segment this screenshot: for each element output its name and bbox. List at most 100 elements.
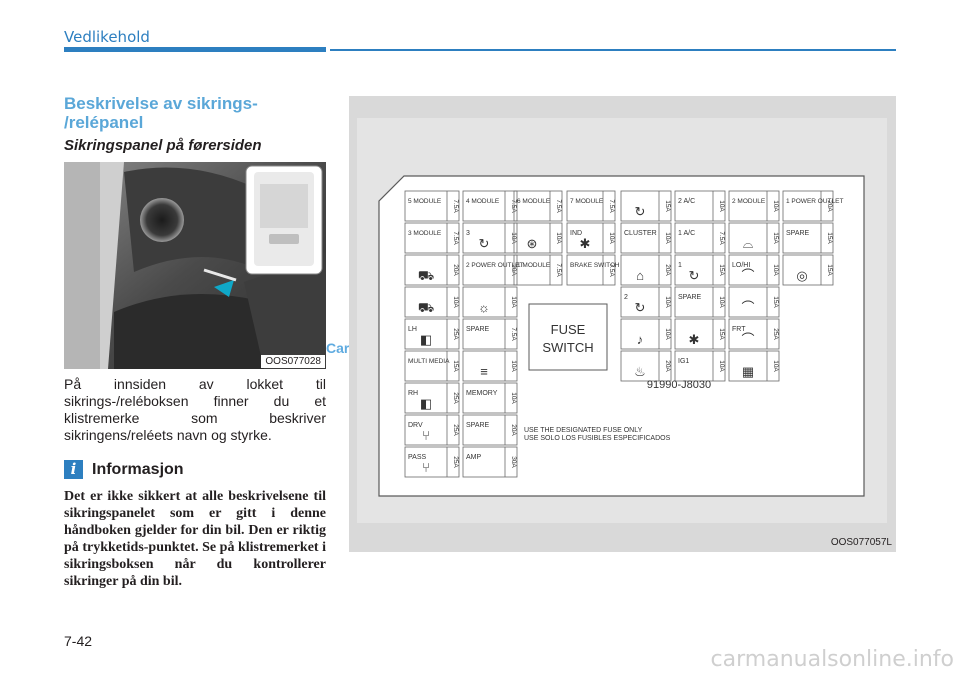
fuse-rating: 10A (608, 232, 615, 244)
fuse-rating: 15A (826, 264, 833, 276)
fuse-rating: 30A (510, 456, 517, 468)
fuse-rating: 10A (664, 296, 671, 308)
fuse-cell (404, 350, 460, 382)
fuse-label: 2 POWER OUTLET (466, 262, 523, 269)
fuse-cell (782, 190, 834, 222)
fuse-rating: 10A (510, 360, 517, 372)
fuse-rating: 10A (555, 232, 562, 244)
fuse-cell (462, 350, 518, 382)
fuse-label: BRAKE SWITCH (570, 262, 620, 269)
fuse-rating: 20A (510, 424, 517, 436)
fuse-cell (620, 254, 672, 286)
fuse-label: 2 MODULE (732, 198, 766, 205)
site-watermark: carmanualsonline.info (710, 647, 954, 672)
fuse-label: MULTI MEDIA (408, 358, 450, 365)
fuse-label: AMP (466, 454, 482, 461)
fuse-cell (513, 254, 563, 286)
wiper-icon: ⌒ (741, 332, 754, 347)
fuse-rating: 15A (452, 360, 459, 372)
wiper-icon: ⌒ (741, 268, 754, 283)
notice-line-2: USE SOLO LOS FUSIBLES ESPECIFICADOS (524, 435, 671, 442)
circle-arrow-icon: ↻ (635, 204, 646, 219)
fuse-label: CLUSTER (624, 230, 657, 237)
body-paragraph: På innsiden av lokket til sikrings-/relé… (64, 376, 326, 443)
fuse-label: 5 MODULE (408, 198, 442, 205)
fuse-rating: 10A (452, 296, 459, 308)
fuse-cell (513, 222, 563, 254)
fuse-label: PASS (408, 454, 426, 461)
info-icon: i (64, 460, 83, 479)
fuse-rating: 25A (452, 424, 459, 436)
fuse-label: 2 A/C (678, 198, 695, 205)
fuse-rating: 15A (772, 232, 779, 244)
wiper-icon: ⌒ (741, 300, 754, 315)
window-icon: ◧ (420, 396, 432, 411)
fuse-cell (566, 190, 616, 222)
window-icon: ◧ (420, 332, 432, 347)
fuse-rating: 20A (664, 264, 671, 276)
fuse-cell (674, 286, 726, 318)
fuse-label: 1 A/C (678, 230, 695, 237)
fuse-cell (620, 350, 672, 382)
fuse-switch-label-1: FUSE (551, 322, 586, 337)
fuse-rating: 20A (452, 264, 459, 276)
fuse-cell (513, 190, 563, 222)
fuse-rating: 7.5A (555, 263, 562, 277)
photo-code: OOS077028 (261, 355, 325, 368)
dashboard-photo-illustration (64, 162, 326, 369)
fuse-cell (404, 222, 460, 254)
rear-defrost-icon: ▦ (742, 364, 754, 379)
fuse-cell (674, 350, 726, 382)
fuse-label: 4 MODULE (466, 198, 500, 205)
header-rule (330, 49, 896, 51)
airbag-icon: ✱ (580, 236, 591, 251)
notice-line-1: USE THE DESIGNATED FUSE ONLY (524, 427, 643, 434)
fuse-cell (674, 190, 726, 222)
fuse-cell (404, 318, 460, 350)
fuse-rating: 20A (826, 200, 833, 212)
fuse-label: 3 (466, 230, 470, 237)
fuse-label: LH (408, 326, 417, 333)
fuse-cell (728, 254, 780, 286)
diagram-code: OOS077057L (830, 537, 892, 548)
circle-arrow-icon: ↻ (689, 268, 700, 283)
car-icon: ⛟ (418, 268, 434, 283)
fuse-cell (674, 254, 726, 286)
fuse-rating: 10A (718, 200, 725, 212)
fuse-rating: 10A (510, 392, 517, 404)
fuse-label: IG1 (678, 358, 689, 365)
fuse-rating: 25A (452, 456, 459, 468)
fuse-rating: 7.5A (452, 231, 459, 245)
fuse-rating: 10A (510, 296, 517, 308)
fuse-cell (782, 222, 834, 254)
part-number: 91990-J8030 (647, 379, 711, 391)
fuse-cell (728, 318, 780, 350)
steering-lock-icon: ⊛ (527, 236, 538, 251)
fuse-cell (404, 254, 460, 286)
heated-steering-icon: ◎ (796, 268, 807, 283)
fuse-cell (404, 190, 460, 222)
fuse-rating: 7.5A (718, 231, 725, 245)
fuse-rating: 10A (664, 232, 671, 244)
fuse-cell (462, 190, 518, 222)
fuse-rating: 7.5A (608, 199, 615, 213)
fuse-label: 6 MODULE (517, 198, 551, 205)
fuse-label: 2 (624, 294, 628, 301)
seat-icon: ⑂ (422, 428, 430, 443)
fuse-rating: 10A (772, 200, 779, 212)
info-heading: Informasjon (92, 461, 184, 478)
fuse-label: 1 (678, 262, 682, 269)
fuse-rating: 10A (664, 328, 671, 340)
fuse-cell (462, 254, 518, 286)
subsection-title: Sikringspanel på førersiden (64, 137, 262, 154)
fuse-label: DRV (408, 422, 423, 429)
fuse-cell (620, 190, 672, 222)
fuse-label: 7 MODULE (570, 198, 604, 205)
washer-icon: ⌓ (743, 236, 753, 251)
fuse-cell (620, 318, 672, 350)
fuse-rating: 25A (772, 328, 779, 340)
fuse-label: LO/HI (732, 262, 750, 269)
airbag-icon: ✱ (689, 332, 700, 347)
